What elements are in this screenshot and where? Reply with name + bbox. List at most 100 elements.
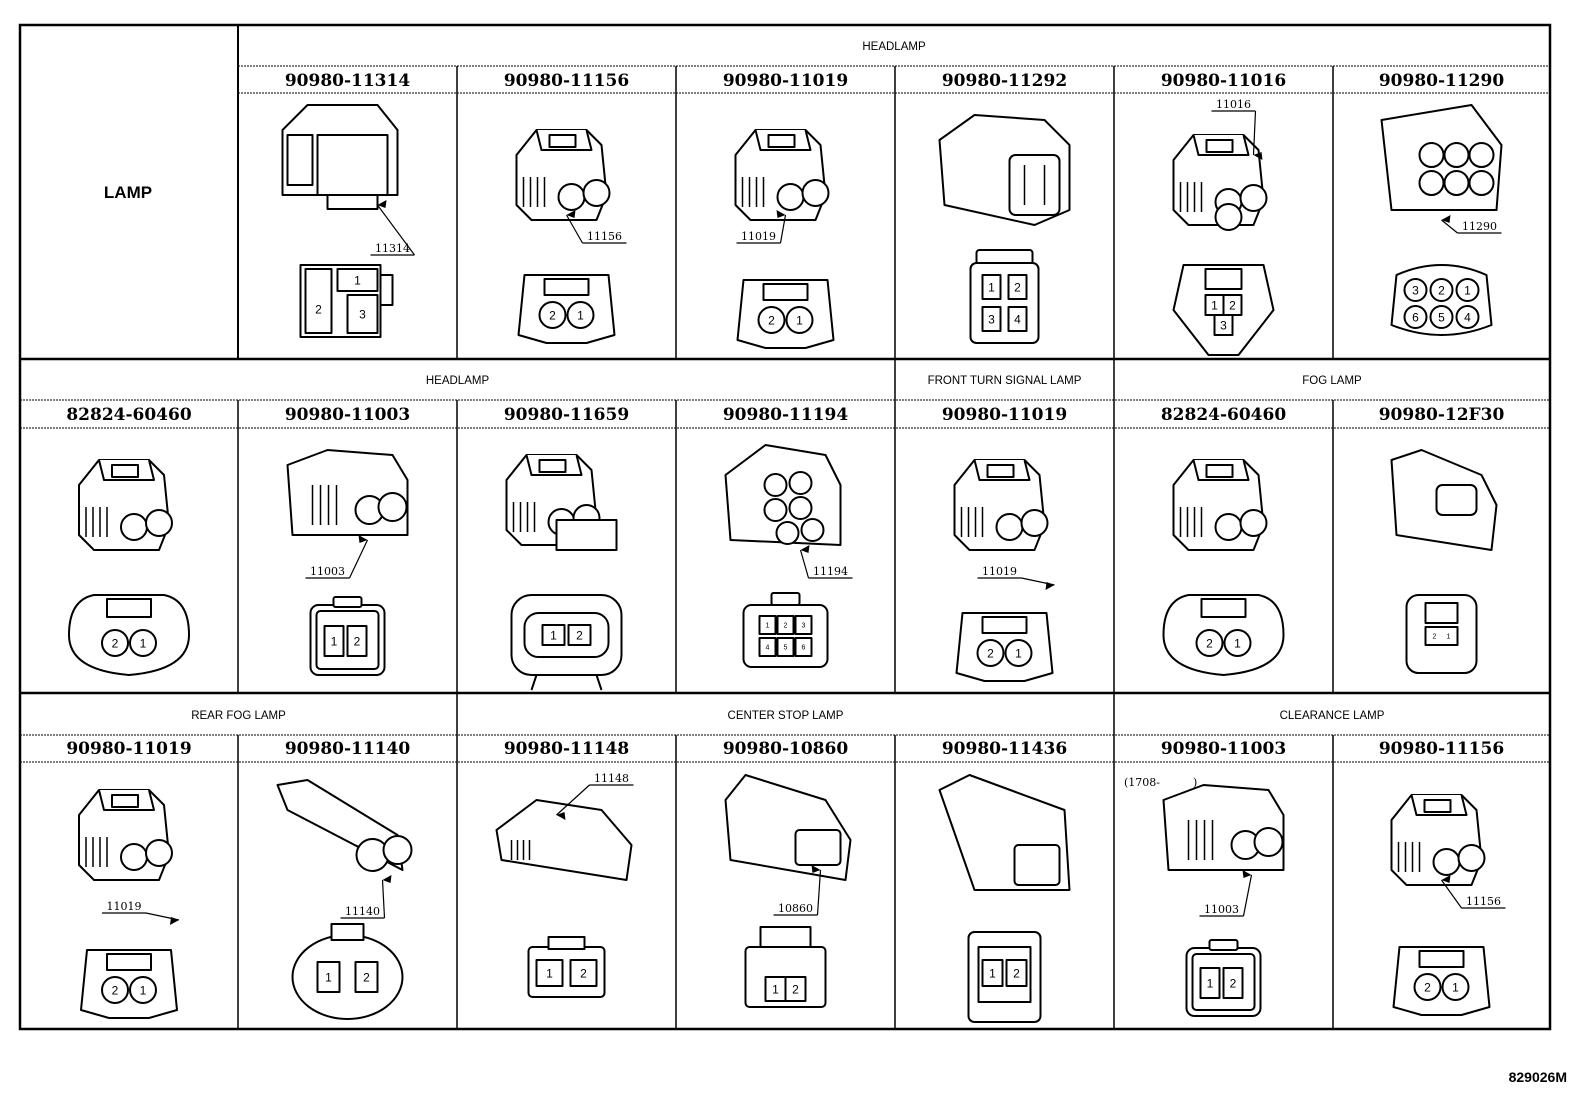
connector-11156: 11156 2 1 xyxy=(1390,794,1506,1016)
pin-number: 1 xyxy=(772,983,779,997)
pin-number: 4 xyxy=(1014,313,1021,327)
part-number: 90980-11003 xyxy=(1161,739,1286,759)
terminal-circle xyxy=(1020,509,1049,537)
pin-number: 1 xyxy=(546,967,553,981)
leader-arrow xyxy=(170,917,179,925)
pin-socket xyxy=(1429,278,1454,302)
latch-feet xyxy=(530,674,603,691)
part-number: 90980-11019 xyxy=(723,71,848,91)
date-note: (1708- ) xyxy=(1124,776,1197,789)
pin-number: 1 xyxy=(331,635,338,649)
pin-number: 3 xyxy=(988,313,995,327)
latch-tab xyxy=(1205,139,1234,153)
group-label: HEADLAMP xyxy=(426,375,490,387)
pin-number: 2 xyxy=(1424,981,1431,995)
terminal-circle xyxy=(120,513,148,541)
pin-socket xyxy=(1223,629,1252,657)
latch-tab xyxy=(538,459,567,473)
face-outline xyxy=(1162,594,1285,676)
leader-arrow xyxy=(377,200,387,208)
lamp-side-label: LAMP xyxy=(104,183,152,202)
pin-socket xyxy=(101,976,129,1004)
group-label: FRONT TURN SIGNAL LAMP xyxy=(928,375,1082,387)
pin-number: 1 xyxy=(1207,977,1214,991)
pin-number: 1 xyxy=(1452,981,1459,995)
lock-tab xyxy=(330,923,365,941)
group-label-headlamp: HEADLAMP xyxy=(862,41,926,53)
face-outline xyxy=(291,934,404,1020)
pin-socket xyxy=(757,306,786,334)
terminal-circle xyxy=(1468,142,1495,168)
pin-cavity xyxy=(776,615,795,635)
lock-tab xyxy=(106,598,152,618)
terminal-circle xyxy=(1468,170,1495,196)
lock-tab xyxy=(759,926,812,948)
callout-label: 11140 xyxy=(345,905,380,918)
lock-tab xyxy=(1424,602,1459,624)
leader-arrow xyxy=(811,865,821,873)
part-number: 82824-60460 xyxy=(1161,405,1287,425)
terminal-circle xyxy=(120,843,148,871)
pin-number: 4 xyxy=(766,645,770,652)
pin-number: 1 xyxy=(989,967,996,981)
part-number: 90980-11659 xyxy=(504,405,629,425)
pin-number: 1 xyxy=(550,629,557,643)
lock-tab xyxy=(106,953,152,971)
pin-number: 2 xyxy=(580,967,587,981)
pin-cavity xyxy=(336,268,379,292)
face-outline xyxy=(517,274,616,344)
pin-socket xyxy=(129,629,157,657)
leader-arrow xyxy=(1242,870,1252,878)
pin-number: 1 xyxy=(1234,637,1241,651)
callout-label: 11156 xyxy=(1466,895,1501,908)
pin-socket xyxy=(129,976,157,1004)
face-outline xyxy=(80,949,178,1019)
lock-tab xyxy=(332,596,363,608)
callout-label: 11290 xyxy=(1462,220,1497,233)
lock-tab xyxy=(1204,268,1243,290)
pin-socket xyxy=(1004,639,1033,667)
pin-cavity xyxy=(776,637,795,657)
callout-label: 11003 xyxy=(310,565,345,578)
outer-frame xyxy=(18,23,1552,1031)
leader-line xyxy=(565,214,584,244)
pin-socket xyxy=(566,301,595,329)
pin-cavity xyxy=(1213,314,1234,336)
pin-number: 5 xyxy=(1438,311,1445,325)
lock-tab xyxy=(547,936,586,950)
pin-number: 1 xyxy=(577,309,584,323)
latch-tab xyxy=(986,464,1015,478)
leader-line xyxy=(1441,219,1458,234)
callout-label: 11156 xyxy=(587,230,622,243)
leader-arrow xyxy=(566,210,576,218)
pin-number: 2 xyxy=(1230,977,1237,991)
callout-label: 11003 xyxy=(1204,903,1239,916)
pin-number: 2 xyxy=(1206,637,1213,651)
pin-cavity xyxy=(346,294,379,334)
group-label: CENTER STOP LAMP xyxy=(728,710,844,722)
pin-number: 5 xyxy=(784,645,788,652)
leader-arrow xyxy=(800,545,810,553)
terminal-circle xyxy=(1253,827,1284,857)
part-number: 90980-11156 xyxy=(1379,739,1504,759)
pin-number: 1 xyxy=(796,314,803,328)
pin-cavity xyxy=(535,959,564,987)
pin-socket xyxy=(1403,305,1428,329)
pin-cavity xyxy=(758,637,777,657)
leader-line xyxy=(1441,879,1462,909)
callout-label: 10860 xyxy=(778,902,813,915)
pin-cavity xyxy=(981,959,1004,987)
leader-line xyxy=(377,204,415,256)
pin-cavity xyxy=(541,624,566,646)
mating-face xyxy=(1008,154,1061,216)
group-label: FOG LAMP xyxy=(1302,375,1362,387)
terminal-circle xyxy=(776,183,805,211)
leader-arrow xyxy=(1441,215,1451,223)
